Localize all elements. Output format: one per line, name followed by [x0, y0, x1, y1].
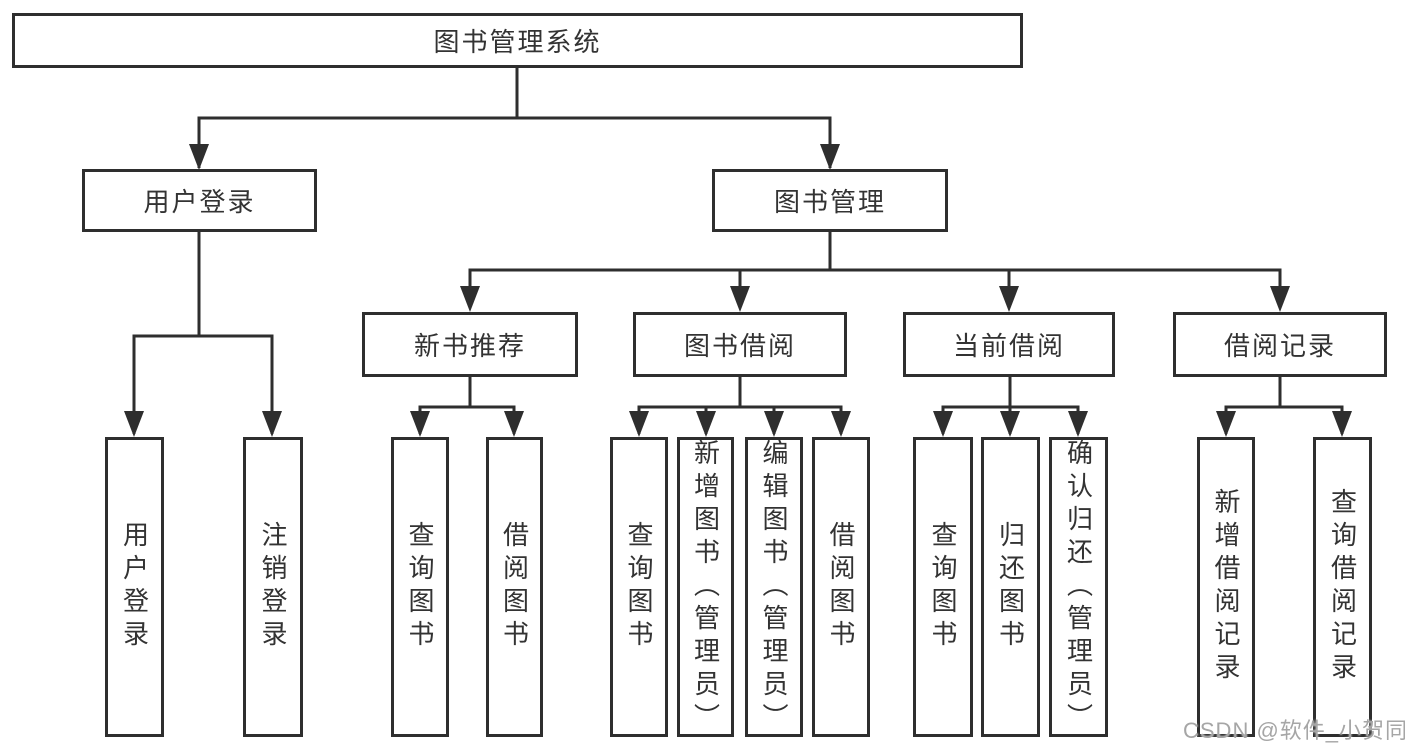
leaf-label: 新增图书（管理员）: [690, 438, 721, 736]
leaf-cb-query-books: 查询图书: [913, 437, 973, 737]
node-root: 图书管理系统: [12, 13, 1023, 68]
leaf-br-add-record: 新增借阅记录: [1197, 437, 1255, 737]
connector-book-borrow-to-leaves: [637, 377, 843, 434]
arrowhead-icon: [1000, 411, 1020, 437]
arrowheads-new-book-rec: [410, 411, 524, 437]
connector-borrow-records-to-leaves: [1224, 377, 1344, 434]
arrowhead-icon: [629, 411, 649, 437]
leaf-label: 注销登录: [258, 521, 288, 653]
arrowheads-level3: [460, 286, 1290, 312]
leaf-label: 新增借阅记录: [1211, 488, 1241, 686]
arrowhead-icon: [831, 411, 851, 437]
leaf-cb-confirm-return-admin: 确认归还（管理员）: [1049, 437, 1108, 737]
arrowhead-icon: [1270, 286, 1290, 312]
node-book-borrowing: 图书借阅: [633, 312, 847, 377]
connector-root-to-level2: [197, 68, 832, 168]
leaf-nbr-query-books: 查询图书: [391, 437, 449, 737]
leaf-bb-query-books: 查询图书: [610, 437, 668, 737]
arrowhead-icon: [189, 144, 209, 170]
node-current-borrowing: 当前借阅: [903, 312, 1115, 377]
leaf-label: 用户登录: [119, 521, 150, 653]
arrowhead-icon: [460, 286, 480, 312]
watermark: CSDN @软件_小贺同学: [1183, 718, 1405, 743]
leaf-logout: 注销登录: [243, 437, 303, 737]
arrowheads-book-borrow: [629, 411, 851, 437]
leaf-label: 编辑图书（管理员）: [759, 438, 789, 736]
arrowhead-icon: [820, 144, 840, 170]
node-borrowing-records: 借阅记录: [1173, 312, 1387, 377]
arrowheads-current-borrow: [933, 411, 1088, 437]
leaf-bb-borrow-books: 借阅图书: [812, 437, 870, 737]
connector-book-mgmt-to-level3: [468, 232, 1282, 308]
arrowhead-icon: [1068, 411, 1088, 437]
arrowhead-icon: [504, 411, 524, 437]
connector-new-book-rec-to-leaves: [418, 377, 516, 434]
leaf-cb-return-books: 归还图书: [981, 437, 1040, 737]
arrowhead-icon: [730, 286, 750, 312]
arrowhead-icon: [999, 286, 1019, 312]
leaf-bb-edit-books-admin: 编辑图书（管理员）: [745, 437, 803, 737]
arrowheads-user-login: [124, 411, 282, 437]
leaf-nbr-borrow-books: 借阅图书: [486, 437, 543, 737]
leaf-user-login: 用户登录: [105, 437, 164, 737]
arrowheads-borrow-records: [1216, 411, 1352, 437]
leaf-label: 借阅图书: [826, 521, 856, 653]
arrowhead-icon: [1332, 411, 1352, 437]
node-new-book-recommend: 新书推荐: [362, 312, 578, 377]
leaf-bb-add-books-admin: 新增图书（管理员）: [677, 437, 734, 737]
leaf-label: 借阅图书: [499, 521, 530, 653]
connector-user-login-to-leaves: [132, 232, 274, 434]
node-user-login: 用户登录: [82, 169, 317, 232]
arrowhead-icon: [933, 411, 953, 437]
arrowhead-icon: [124, 411, 144, 437]
leaf-label: 查询图书: [405, 521, 435, 653]
leaf-br-query-record: 查询借阅记录: [1313, 437, 1372, 737]
leaf-label: 确认归还（管理员）: [1063, 438, 1094, 736]
arrowhead-icon: [764, 411, 784, 437]
node-book-management: 图书管理: [712, 169, 948, 232]
leaf-label: 归还图书: [995, 521, 1026, 653]
arrowhead-icon: [1216, 411, 1236, 437]
leaf-label: 查询借阅记录: [1327, 488, 1358, 686]
arrowhead-icon: [410, 411, 430, 437]
leaf-label: 查询图书: [928, 521, 958, 653]
arrowhead-icon: [262, 411, 282, 437]
arrowheads-level2: [189, 144, 840, 170]
leaf-label: 查询图书: [624, 521, 654, 653]
arrowhead-icon: [696, 411, 716, 437]
